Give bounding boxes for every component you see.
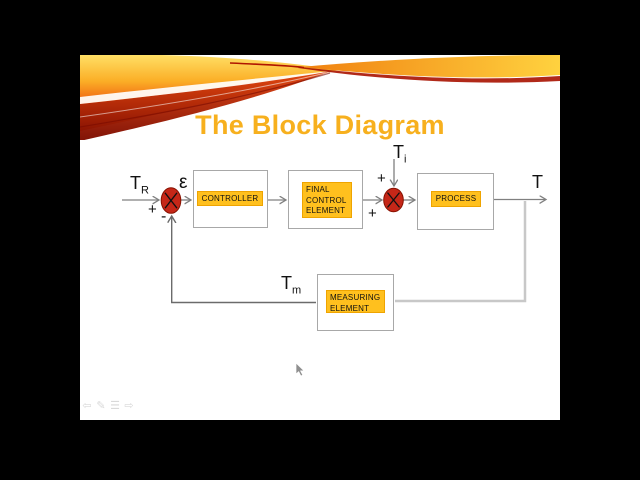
label-error-epsilon: ε: [179, 172, 188, 193]
label-measured-sub: m: [292, 284, 302, 297]
process-block: PROCESS: [417, 173, 494, 230]
page-title: The Block Diagram: [195, 110, 445, 140]
controller-label-text: CONTROLLER: [201, 194, 259, 203]
label-disturbance-sub: i: [404, 153, 407, 166]
label-setpoint-tr: TR: [130, 174, 149, 200]
measuring-line-2: ELEMENT: [330, 303, 370, 313]
slide: The Block Diagram: [80, 55, 560, 420]
measuring-line-1: MEASURING: [330, 293, 381, 302]
summing-junction-2: [383, 187, 404, 213]
controller-label: CONTROLLER: [197, 191, 263, 206]
feedback-line-dark: [172, 216, 316, 304]
summing-junction-1: [160, 187, 182, 214]
mouse-cursor: [295, 363, 305, 377]
sign-plus-forward: +: [368, 205, 377, 222]
label-disturbance-base: T: [393, 142, 404, 162]
prev-slide-icon[interactable]: ⇦: [82, 400, 92, 412]
final-control-element-block: FINAL CONTROL ELEMENT: [288, 170, 363, 229]
fce-line-2: CONTROL: [306, 195, 347, 205]
fce-line-1: FINAL: [306, 185, 330, 194]
pen-icon[interactable]: ✎: [96, 400, 106, 412]
block-diagram-lines: [122, 159, 560, 304]
label-measured-base: T: [281, 273, 292, 293]
label-setpoint-sub: R: [141, 184, 149, 197]
sign-plus-disturbance: +: [377, 170, 386, 187]
presenter-toolbar: ⇦ ✎ ☰ ⇨: [82, 399, 134, 413]
sign-minus-feedback: -: [161, 208, 167, 225]
label-measured-tm: Tm: [281, 274, 301, 300]
final-control-element-label: FINAL CONTROL ELEMENT: [302, 182, 352, 218]
controller-block: CONTROLLER: [193, 170, 268, 228]
label-output-t: T: [532, 172, 543, 192]
sign-plus-input: +: [148, 201, 157, 218]
label-disturbance-ti: Ti: [393, 143, 406, 169]
next-slide-icon[interactable]: ⇨: [124, 400, 134, 412]
menu-icon[interactable]: ☰: [110, 400, 120, 412]
measuring-element-block: MEASURING ELEMENT: [317, 274, 394, 331]
process-label-text: PROCESS: [435, 194, 477, 203]
label-setpoint-base: T: [130, 173, 141, 193]
feedback-line-light: [395, 201, 527, 303]
fce-line-3: ELEMENT: [306, 206, 346, 215]
process-label: PROCESS: [431, 191, 481, 207]
measuring-element-label: MEASURING ELEMENT: [326, 290, 385, 313]
